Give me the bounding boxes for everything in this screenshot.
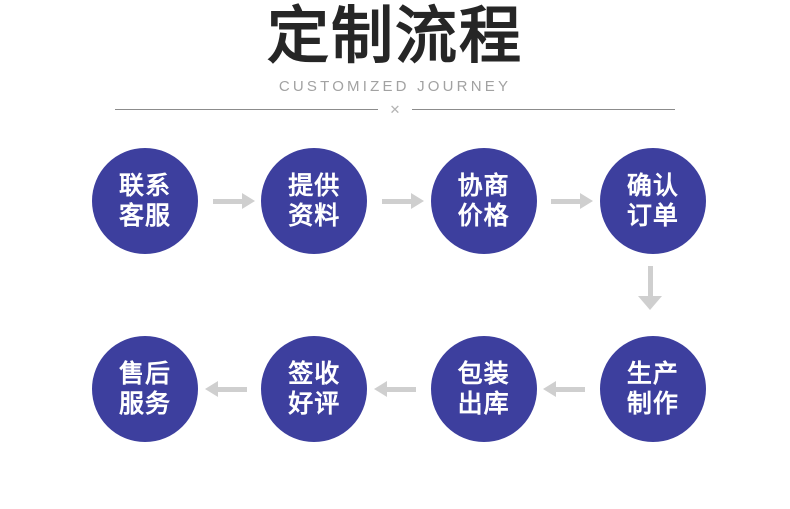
step-label-line2: 出库 bbox=[457, 390, 510, 418]
step-circle-package-and-ship[interactable]: 包装 出库 bbox=[430, 336, 537, 442]
step-circle-contact-service[interactable]: 联系 客服 bbox=[92, 148, 198, 254]
arrow-left-icon-2 bbox=[368, 374, 430, 404]
arrow-shaft bbox=[216, 387, 247, 392]
step-label-line2: 价格 bbox=[457, 202, 510, 230]
step-label-line2: 好评 bbox=[288, 390, 341, 418]
step-circle-negotiate-price[interactable]: 协商 价格 bbox=[430, 148, 537, 254]
step-circle-provide-materials[interactable]: 提供 资料 bbox=[261, 148, 368, 254]
flow-row-bottom: 售后 服务 签收 好评 包装 出库 生产 制作 bbox=[92, 336, 706, 442]
step-label-line1: 签收 bbox=[288, 360, 341, 388]
step-circle-production[interactable]: 生产 制作 bbox=[599, 336, 706, 442]
divider-rule-left bbox=[115, 108, 378, 110]
step-label-line2: 资料 bbox=[288, 202, 341, 230]
step-label-line1: 确认 bbox=[626, 172, 679, 200]
divider-cross-icon: ✕ bbox=[389, 101, 401, 117]
arrow-head bbox=[543, 381, 557, 397]
step-label-line1: 包装 bbox=[457, 360, 510, 388]
divider-rule-right bbox=[412, 108, 675, 110]
arrow-head bbox=[373, 381, 387, 397]
arrow-left-icon-3 bbox=[537, 374, 599, 404]
arrow-left-icon-1 bbox=[199, 374, 261, 404]
arrow-shaft bbox=[555, 387, 586, 392]
step-label-line2: 制作 bbox=[626, 390, 679, 418]
arrow-shaft bbox=[381, 199, 412, 204]
step-label-line2: 服务 bbox=[118, 390, 171, 418]
arrow-right-icon-3 bbox=[537, 186, 599, 216]
flow-row-top: 联系 客服 提供 资料 协商 价格 确认 订单 bbox=[92, 148, 706, 254]
arrow-head bbox=[638, 296, 662, 310]
arrow-shaft bbox=[551, 199, 582, 204]
arrow-shaft bbox=[212, 199, 243, 204]
step-circle-confirm-order[interactable]: 确认 订单 bbox=[599, 148, 706, 254]
step-label-line1: 售后 bbox=[118, 360, 171, 388]
divider: ✕ bbox=[115, 100, 675, 118]
header: 定制流程 CUSTOMIZED JOURNEY bbox=[0, 0, 790, 96]
arrow-shaft bbox=[385, 387, 416, 392]
page-subtitle: CUSTOMIZED JOURNEY bbox=[278, 78, 512, 95]
step-label-line1: 协商 bbox=[457, 172, 510, 200]
arrow-head bbox=[241, 193, 255, 209]
arrow-head bbox=[410, 193, 424, 209]
arrow-head bbox=[204, 381, 218, 397]
step-circle-after-sales-service[interactable]: 售后 服务 bbox=[92, 336, 198, 442]
step-label-line1: 提供 bbox=[288, 172, 341, 200]
step-circle-sign-and-review[interactable]: 签收 好评 bbox=[261, 336, 368, 442]
arrow-head bbox=[580, 193, 594, 209]
arrow-shaft bbox=[648, 266, 653, 298]
step-label-line1: 联系 bbox=[118, 172, 171, 200]
arrow-down-icon bbox=[638, 266, 664, 320]
step-label-line2: 客服 bbox=[118, 202, 171, 230]
step-label-line1: 生产 bbox=[626, 360, 679, 388]
step-label-line2: 订单 bbox=[626, 202, 679, 230]
arrow-right-icon-1 bbox=[199, 186, 261, 216]
arrow-right-icon-2 bbox=[368, 186, 430, 216]
page-title: 定制流程 bbox=[266, 2, 523, 71]
